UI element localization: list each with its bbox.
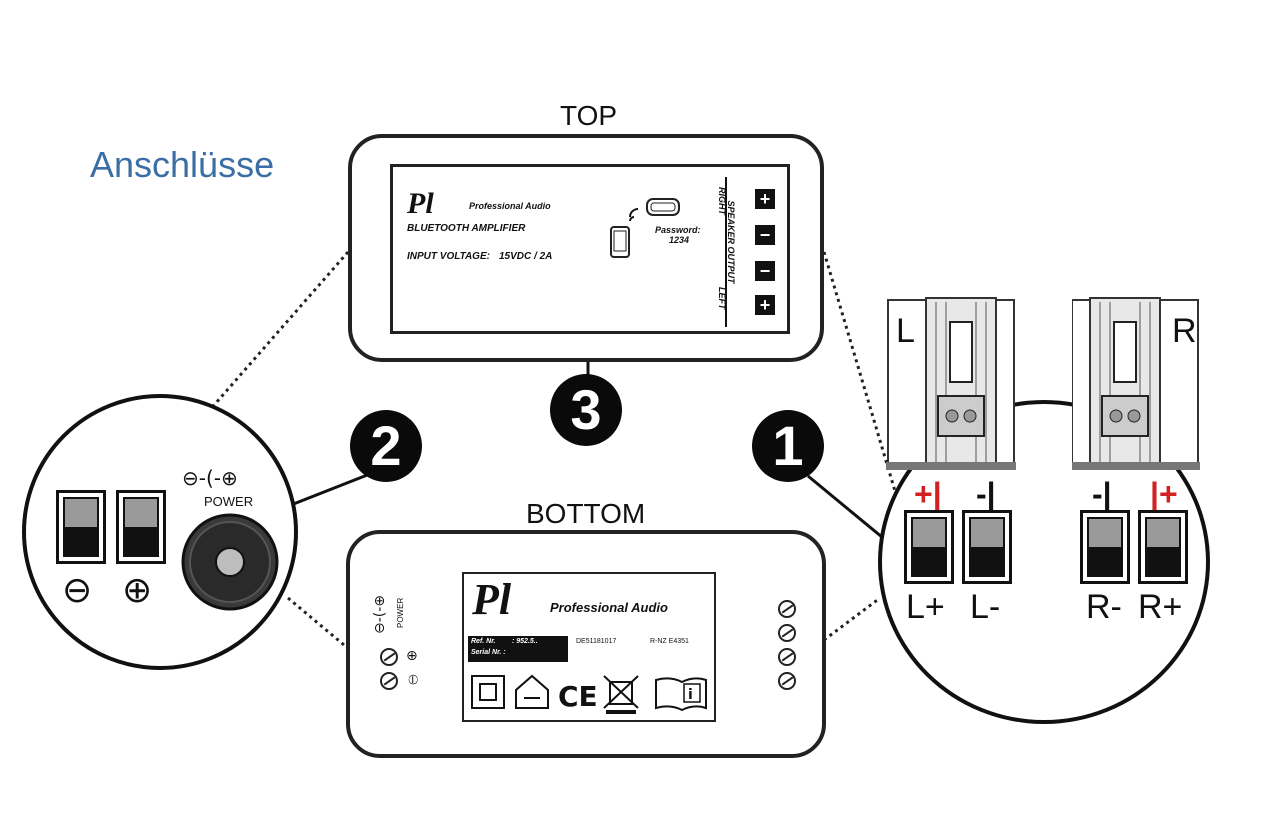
terminal-polarity-r-minus: -| [1092, 476, 1112, 512]
terminal-label-l-minus: L- [970, 588, 1001, 626]
ref-value: : 952.5.. [512, 638, 538, 645]
cert-code: DE51181017 [576, 638, 617, 645]
speaker-output-label: SPEAKER OUTPUT [726, 200, 736, 284]
bottom-power-polarity-icon: ⊖-(-⊕ [372, 594, 388, 634]
top-left-dotted-line [206, 251, 350, 413]
indoor-use-icon [515, 674, 549, 709]
minus-circle-icon: ⊖ [62, 570, 93, 611]
speaker-terminal-l-minus [962, 510, 1012, 584]
screw-icon [778, 648, 796, 666]
speaker-terminal-l-plus [904, 510, 954, 584]
bottom-brand: Professional Audio [550, 600, 668, 615]
password-label: Password: [655, 225, 701, 235]
top-panel-label-plate: Pl Professional Audio BLUETOOTH AMPLIFIE… [390, 164, 790, 334]
terminal-label-l-plus: L+ [906, 588, 945, 626]
pl-logo-icon: Pl [472, 578, 512, 620]
right-plus-terminal-icon: + [755, 189, 775, 209]
password-value: 1234 [669, 235, 690, 245]
screw-icon [778, 624, 796, 642]
input-voltage-label: INPUT VOLTAGE: [407, 251, 490, 262]
bottom-panel: ⊖-(-⊕ POWER ⊕ ⦶ Pl Professional Audio Re… [346, 530, 826, 758]
speaker-terminal-r-plus [1138, 510, 1188, 584]
terminal-polarity-r-plus: |+ [1150, 476, 1178, 512]
bottom-panel-label: BOTTOM [526, 498, 646, 529]
ref-label: Ref. Nr. [471, 638, 496, 645]
weee-bin-icon [603, 675, 639, 714]
right-speaker-icon [1072, 297, 1200, 470]
right-speaker-label: R [1172, 312, 1197, 350]
speaker-output-divider [725, 177, 727, 327]
bluetooth-waves-icon [629, 208, 639, 222]
double-insulation-icon [471, 675, 505, 709]
rnz-code: R-NZ E4351 [650, 638, 689, 645]
top-panel: Pl Professional Audio BLUETOOTH AMPLIFIE… [348, 134, 824, 362]
right-output-label: RIGHT [717, 187, 727, 215]
speaker-terminal-plus [116, 490, 166, 564]
bottom-label-plate: Pl Professional Audio Ref. Nr. : 952.5..… [462, 572, 716, 722]
power-callout-circle: ⊖ ⊕ ⊖-(-⊕ POWER [22, 394, 298, 670]
bottom-left-dotted-line [287, 596, 351, 652]
speaker-device-icon [646, 198, 680, 216]
power-jack-icon [181, 513, 279, 611]
phone-icon [610, 226, 630, 258]
pl-logo-icon: Pl [407, 189, 434, 217]
compliance-icons: CE i [471, 674, 707, 714]
left-speaker-label: L [896, 312, 915, 350]
screw-icon [380, 672, 398, 690]
terminal-label-r-minus: R- [1086, 588, 1122, 626]
section-heading: Anschlüsse [90, 144, 275, 185]
screw-icon [778, 672, 796, 690]
bottom-power-label: POWER [396, 597, 405, 628]
bottom-right-dotted-line [823, 596, 881, 642]
terminal-polarity-l-plus: +| [914, 476, 942, 512]
terminal-label-r-plus: R+ [1138, 588, 1183, 626]
left-output-label: LEFT [717, 287, 727, 310]
svg-text:Pl: Pl [472, 578, 512, 620]
dc-polarity-icon: ⊖-(-⊕ [182, 466, 238, 490]
left-speaker-icon [886, 297, 1016, 470]
top-product-name: BLUETOOTH AMPLIFIER [407, 223, 526, 234]
ref-serial-block: Ref. Nr. : 952.5.. Serial Nr. : [468, 636, 568, 662]
power-label: POWER [204, 494, 254, 509]
speaker-terminal-minus [56, 490, 106, 564]
svg-text:i: i [688, 687, 693, 703]
svg-text:Pl: Pl [407, 189, 434, 217]
minus-mark-icon: ⦶ [408, 672, 419, 688]
left-minus-terminal-icon: − [755, 261, 775, 281]
serial-label: Serial Nr. : [471, 649, 506, 656]
speaker-terminal-r-minus [1080, 510, 1130, 584]
ce-mark-icon: CE [558, 680, 598, 713]
plus-circle-icon: ⊕ [122, 570, 153, 611]
right-minus-terminal-icon: − [755, 225, 775, 245]
input-voltage-value: 15VDC / 2A [499, 251, 553, 262]
plus-mark-icon: ⊕ [406, 648, 418, 664]
callout-badge-3: 3 [550, 374, 622, 446]
callout-badge-2: 2 [350, 410, 422, 482]
screw-icon [380, 648, 398, 666]
manual-info-icon: i [655, 677, 707, 712]
top-brand: Professional Audio [469, 201, 551, 211]
terminal-polarity-l-minus: -| [976, 476, 996, 512]
left-plus-terminal-icon: + [755, 295, 775, 315]
callout-badge-1: 1 [752, 410, 824, 482]
top-right-dotted-line [822, 251, 902, 509]
top-panel-label: TOP [560, 100, 618, 131]
screw-icon [778, 600, 796, 618]
